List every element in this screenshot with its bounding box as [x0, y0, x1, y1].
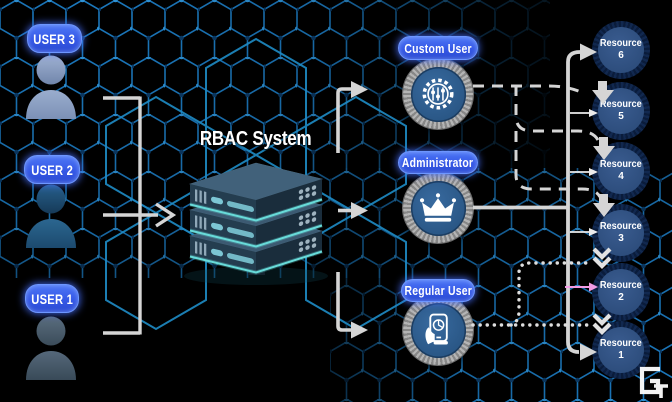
- resource-label: Resource: [600, 38, 642, 49]
- role-regular-user-node: [403, 295, 473, 365]
- regular-user-dotted-connector: [471, 261, 594, 327]
- server-unit: [188, 162, 324, 275]
- hexagon-frame: [105, 37, 407, 331]
- resource-node-4: Resource 4: [592, 142, 650, 200]
- resource-label: Resource: [600, 338, 642, 349]
- role-custom-user-node: [403, 59, 473, 129]
- resource-number: 1: [618, 350, 624, 361]
- server-stack-illustration: [184, 162, 328, 285]
- user-1-avatar: [26, 316, 76, 380]
- user-3-avatar: [26, 55, 76, 119]
- role-regular-user-label: Regular User: [401, 279, 475, 302]
- users-to-rbac-connector: [103, 96, 177, 335]
- resource-number: 2: [618, 292, 624, 303]
- gear-sliders-icon: [422, 78, 454, 110]
- resource-label: Resource: [600, 221, 642, 232]
- resource-node-5: Resource 5: [592, 82, 650, 140]
- gt-logo: [639, 366, 668, 398]
- phone-in-hand-icon: [425, 313, 448, 345]
- user-1-label: USER 1: [25, 284, 79, 313]
- resource-label: Resource: [600, 99, 642, 110]
- resource-node-6: Resource 6: [592, 21, 650, 79]
- resource-node-3: Resource 3: [592, 204, 650, 262]
- administrator-solid-connector: [473, 43, 597, 361]
- user-2-label: USER 2: [24, 155, 80, 184]
- user-3-label: USER 3: [27, 24, 82, 53]
- resource-node-2: Resource 2: [592, 263, 650, 321]
- resource-number: 4: [618, 171, 624, 182]
- resource-number: 5: [618, 111, 624, 122]
- role-administrator-node: [403, 173, 473, 243]
- resource-number: 6: [618, 50, 624, 61]
- rbac-system-title: RBAC System: [200, 128, 312, 150]
- role-custom-user-label: Custom User: [398, 36, 478, 60]
- crown-icon: [419, 193, 457, 222]
- resource-label: Resource: [600, 280, 642, 291]
- role-administrator-label: Administrator: [398, 151, 478, 174]
- resource-number: 3: [618, 233, 624, 244]
- resource-label: Resource: [600, 159, 642, 170]
- rbac-to-roles-arrows: [336, 81, 368, 339]
- user-2-avatar: [26, 184, 76, 248]
- custom-user-dashed-connector: [473, 84, 602, 198]
